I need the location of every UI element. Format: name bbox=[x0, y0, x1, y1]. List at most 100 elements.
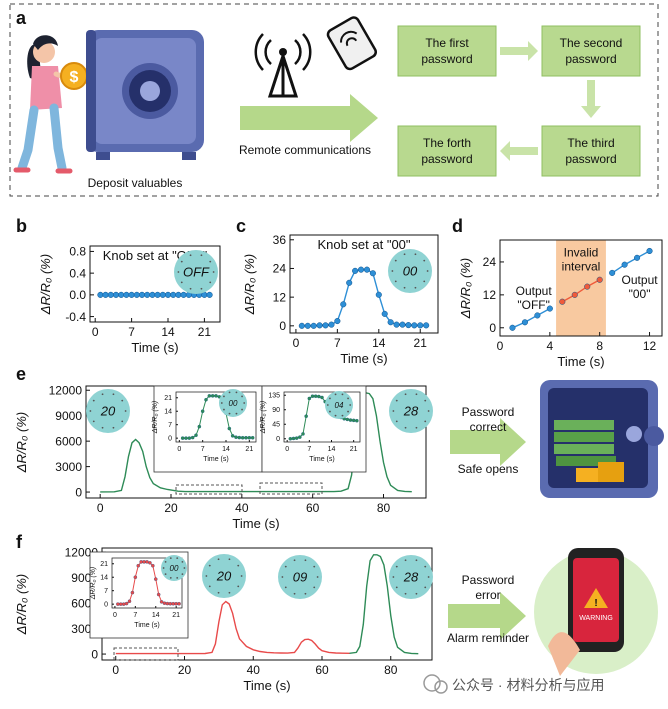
data-point bbox=[317, 394, 321, 399]
svg-text:password: password bbox=[565, 152, 616, 166]
knob-dot bbox=[209, 260, 212, 263]
plot-frame bbox=[89, 245, 221, 323]
knob-dot bbox=[316, 576, 319, 578]
watermark-text: 公众号 · 材料分析与应用 bbox=[452, 677, 604, 693]
knob-face bbox=[278, 555, 322, 599]
step-forth-password: The forth password bbox=[397, 125, 497, 177]
data-point bbox=[291, 436, 296, 441]
x-tick-label: 0 bbox=[112, 663, 119, 677]
data-point bbox=[244, 436, 248, 440]
series-line-0 bbox=[115, 600, 350, 655]
knob-dot bbox=[208, 585, 211, 588]
knob-dot bbox=[424, 420, 427, 423]
data-point bbox=[387, 319, 394, 326]
y-tick-label: 0 bbox=[168, 436, 172, 443]
knob-dot bbox=[223, 408, 225, 411]
x-tick-label: 14 bbox=[372, 336, 386, 350]
annotation-text: Output bbox=[516, 284, 553, 298]
data-point bbox=[102, 291, 109, 298]
data-point bbox=[97, 291, 104, 298]
knob-readout: 09 bbox=[293, 570, 307, 585]
knob-face bbox=[388, 249, 432, 293]
data-point bbox=[304, 322, 311, 329]
data-point bbox=[230, 434, 235, 438]
knob-dot bbox=[208, 564, 211, 567]
data-point bbox=[139, 560, 143, 564]
panel-label-d: d bbox=[452, 216, 463, 236]
flow-arrow-2 bbox=[581, 80, 601, 118]
y-axis-label: ΔR/R₀ (%) bbox=[90, 567, 97, 601]
x-tick-label: 14 bbox=[328, 446, 336, 453]
knob-dot bbox=[395, 565, 398, 568]
data-point bbox=[399, 321, 406, 328]
knob-dot bbox=[92, 399, 95, 402]
data-point bbox=[584, 283, 591, 290]
data-point bbox=[369, 270, 376, 277]
knob-dot bbox=[112, 393, 115, 396]
knob-dot bbox=[205, 575, 208, 577]
data-point bbox=[559, 298, 566, 305]
data-point bbox=[197, 424, 202, 429]
knob-face bbox=[389, 555, 433, 599]
data-point bbox=[417, 322, 424, 329]
svg-text:password: password bbox=[421, 52, 472, 66]
x-tick-label: 0 bbox=[497, 339, 504, 353]
knob-dot bbox=[341, 414, 344, 417]
woman-illustration bbox=[13, 35, 75, 174]
knob-dot bbox=[347, 397, 349, 400]
y-tick-label: 0 bbox=[276, 436, 280, 443]
data-point bbox=[177, 602, 181, 606]
knob-dot bbox=[217, 558, 220, 561]
panel-label-f: f bbox=[16, 532, 23, 552]
knob-dot bbox=[189, 287, 192, 290]
knob-dot bbox=[101, 426, 104, 429]
knob-face bbox=[161, 555, 187, 581]
password-error-mid: error bbox=[475, 588, 500, 602]
knob-dot bbox=[426, 270, 429, 272]
svg-text:The second: The second bbox=[560, 36, 623, 50]
data-point bbox=[609, 269, 616, 276]
series-line-2 bbox=[611, 250, 650, 274]
data-point bbox=[313, 394, 318, 398]
knob-dot bbox=[121, 399, 124, 402]
data-point bbox=[355, 418, 359, 423]
knob-dot bbox=[284, 565, 287, 568]
knob-e4: 28 bbox=[389, 389, 433, 433]
knob-face bbox=[389, 389, 433, 433]
data-point bbox=[159, 291, 166, 298]
data-point bbox=[204, 397, 208, 402]
knob-dot bbox=[403, 286, 406, 289]
x-tick-label: 20 bbox=[164, 501, 178, 515]
data-point bbox=[123, 291, 130, 298]
annotation-text: Output bbox=[622, 273, 659, 287]
x-tick-label: 0 bbox=[92, 325, 99, 339]
data-point bbox=[381, 310, 388, 317]
phone-icon bbox=[326, 16, 378, 71]
deposit-caption: Deposit valuables bbox=[88, 176, 183, 190]
x-tick-label: 60 bbox=[315, 663, 329, 677]
data-point bbox=[646, 247, 653, 255]
knob-readout: 28 bbox=[403, 570, 419, 585]
knob-face bbox=[325, 391, 353, 419]
knob-dot bbox=[209, 281, 212, 284]
knob-dot bbox=[394, 259, 397, 262]
y-tick-label: 0.8 bbox=[69, 245, 86, 259]
data-point bbox=[133, 291, 140, 298]
knob-e3: 04 bbox=[325, 391, 353, 419]
x-tick-label: 0 bbox=[177, 446, 181, 453]
knob-dot bbox=[169, 557, 172, 560]
knob-dot bbox=[313, 565, 316, 568]
knob-dot bbox=[228, 558, 231, 561]
step-first-password: The first password bbox=[397, 25, 497, 77]
password-correct-mid: correct bbox=[470, 420, 507, 434]
knob-face bbox=[174, 250, 218, 294]
x-tick-label: 21 bbox=[245, 446, 253, 453]
x-axis-label: Time (s) bbox=[131, 340, 178, 355]
data-point bbox=[187, 436, 192, 440]
y-tick-label: 135 bbox=[268, 393, 280, 400]
data-point bbox=[128, 291, 135, 298]
knob-dot bbox=[237, 585, 240, 588]
data-point bbox=[164, 291, 172, 298]
data-point bbox=[170, 291, 177, 298]
data-point bbox=[334, 317, 341, 325]
